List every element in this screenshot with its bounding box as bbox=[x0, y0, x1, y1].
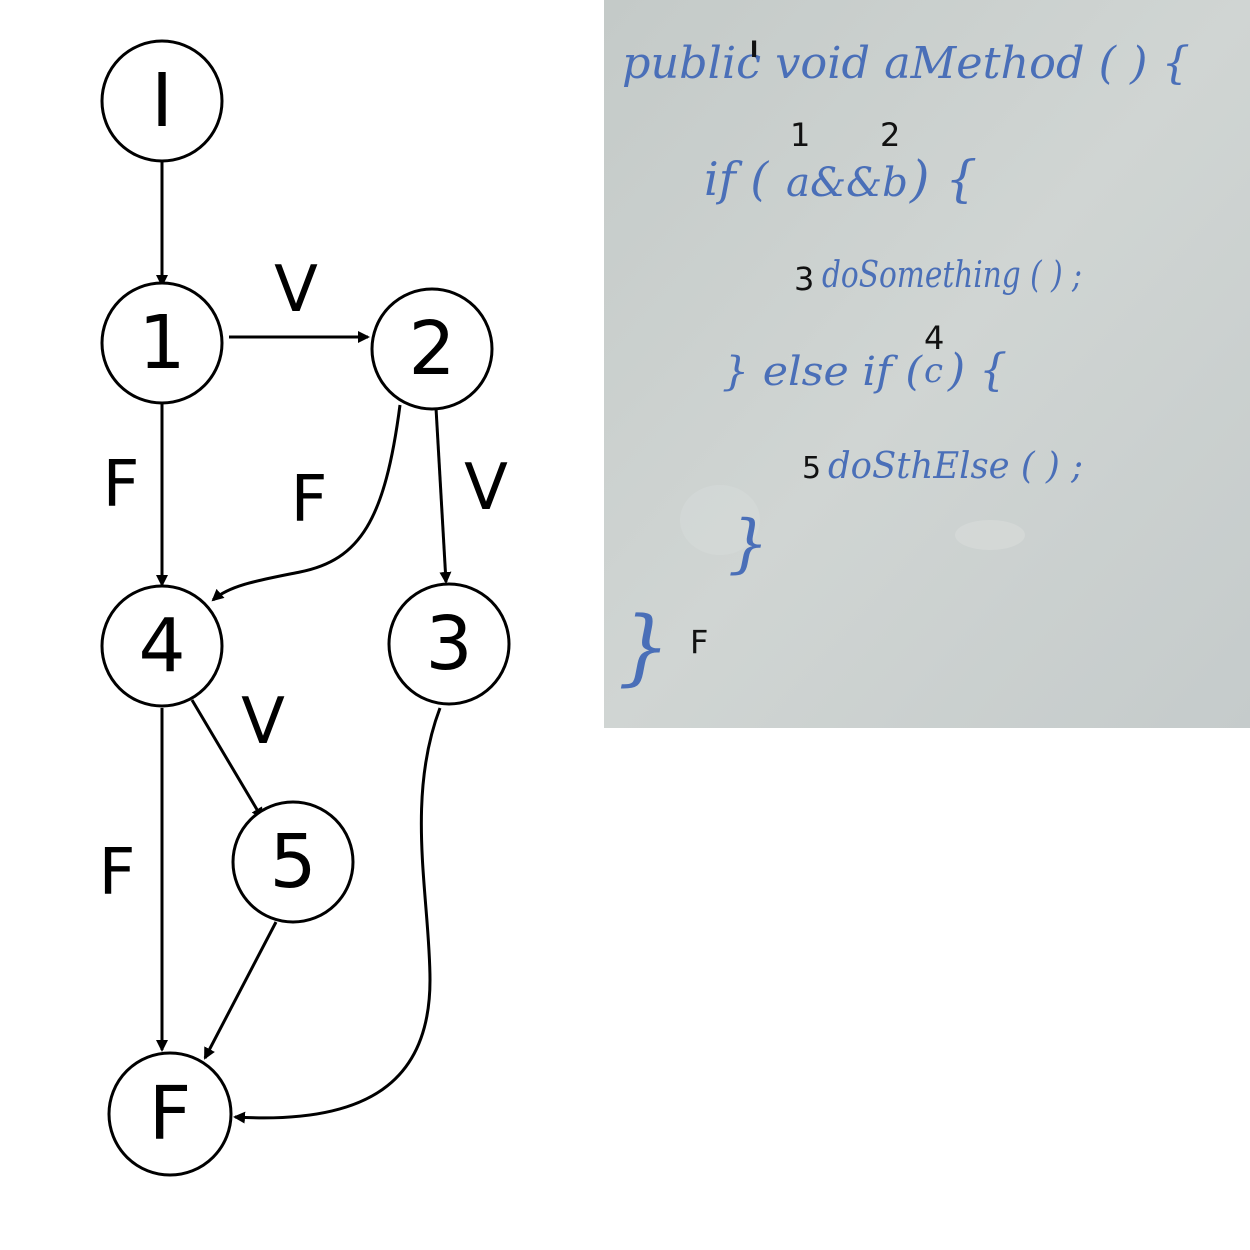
node-end-label: F bbox=[149, 1071, 192, 1157]
edge-5-to-end bbox=[203, 921, 278, 1060]
annotation-do-something: 3 bbox=[794, 260, 814, 298]
node-3: 3 bbox=[387, 582, 511, 706]
code-line-do-sth-else: doSthElse ( ) ; bbox=[828, 446, 1083, 487]
node-5: 5 bbox=[231, 800, 355, 924]
annotation-end: F bbox=[690, 623, 708, 661]
code-line-close-method: } bbox=[618, 600, 670, 695]
annotation-do-else: 5 bbox=[802, 451, 821, 486]
whiteboard-background bbox=[604, 0, 1250, 728]
edge-label-2-4: F bbox=[291, 463, 328, 537]
edge-label-1-2: V bbox=[274, 253, 318, 327]
code-line-close-inner: } bbox=[728, 507, 769, 581]
annotation-b: 2 bbox=[880, 116, 900, 154]
code-line-else-if-condition: c bbox=[924, 351, 943, 391]
node-4-label: 4 bbox=[138, 603, 185, 689]
node-end: F bbox=[107, 1051, 233, 1177]
node-2: 2 bbox=[370, 287, 494, 411]
edge-label-1-4: F bbox=[103, 448, 140, 522]
annotation-a: 1 bbox=[790, 116, 810, 154]
code-line-else-if-close: ) { bbox=[947, 345, 1007, 396]
edge-label-4-end: F bbox=[99, 836, 136, 910]
flow-graph: V F F V V F I 1 2 4 3 5 bbox=[99, 39, 511, 1177]
node-2-label: 2 bbox=[408, 306, 455, 392]
edge-3-to-end bbox=[233, 707, 442, 1124]
node-1: 1 bbox=[100, 281, 224, 405]
code-line-if-condition: a&&b bbox=[786, 160, 908, 206]
code-line-if-close: ) { bbox=[909, 150, 977, 208]
edge-2-to-3 bbox=[434, 407, 452, 584]
annotation-c: 4 bbox=[924, 319, 944, 357]
node-start-label: I bbox=[151, 58, 173, 144]
edge-4-to-5 bbox=[190, 699, 264, 820]
node-start: I bbox=[100, 39, 224, 163]
annotation-start: I bbox=[750, 38, 758, 63]
code-line-if-keyword: if ( bbox=[704, 152, 769, 206]
edge-2-to-4 bbox=[211, 404, 402, 602]
node-3-label: 3 bbox=[425, 601, 472, 687]
code-line-method-signature: public void aMethod ( ) { bbox=[622, 38, 1190, 89]
whiteboard-photo: public void aMethod ( ) { if ( a&&b ) { … bbox=[604, 0, 1250, 728]
code-line-do-something: doSomething ( ) ; bbox=[822, 255, 1082, 296]
node-5-label: 5 bbox=[269, 819, 316, 905]
edge-label-2-3: V bbox=[464, 451, 508, 525]
node-4: 4 bbox=[100, 584, 224, 708]
edge-label-4-5: V bbox=[241, 685, 285, 759]
code-line-else-if: } else if ( bbox=[722, 349, 923, 395]
node-1-label: 1 bbox=[138, 300, 185, 386]
